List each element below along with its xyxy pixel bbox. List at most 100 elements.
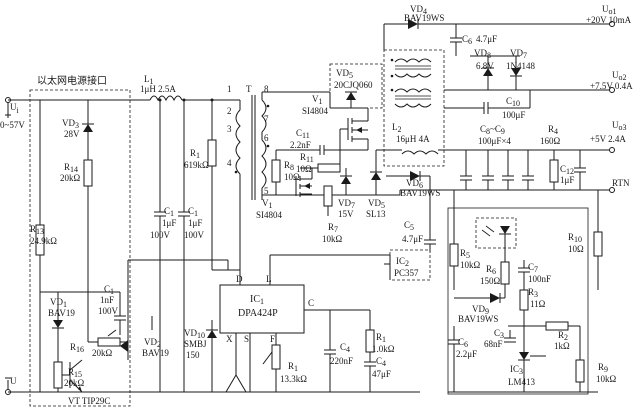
ethernet-power-interface-box <box>29 89 131 407</box>
vt-label: VT TIP29C <box>68 396 110 406</box>
v1b-id: V1 <box>262 198 273 210</box>
l1-id: L1 <box>144 74 154 86</box>
c6-22-id: C6 <box>458 337 468 349</box>
c12-id: C12 <box>560 164 574 176</box>
c11-value: 2.2nF <box>290 140 311 150</box>
r4-id: R4 <box>548 124 558 136</box>
r9-id: R9 <box>598 362 608 374</box>
uo2-id: Uo2 <box>612 70 627 82</box>
c1a-value2: 100V <box>150 230 171 240</box>
ic1-dpa424p-chip <box>219 284 305 334</box>
r16-id: R16 <box>70 342 84 354</box>
r14-id: R14 <box>64 162 78 174</box>
r11-value: 10Ω <box>296 164 312 174</box>
c5-id: C5 <box>404 220 414 232</box>
r9-resistor <box>575 359 585 383</box>
rtn-label: RTN <box>612 178 630 188</box>
r8-value: 10Ω <box>284 172 300 182</box>
ic1-value: DPA424P <box>238 308 278 319</box>
r11-id: R11 <box>300 152 314 164</box>
vd5a-value: 20CJQ060 <box>334 80 373 90</box>
pin7-label: 7 <box>264 114 269 124</box>
c1b-value1: 1μF <box>188 218 202 228</box>
vd10-value2: 150 <box>186 350 200 360</box>
r1c-value: 1.0kΩ <box>372 344 395 354</box>
pin2-label: 2 <box>227 106 232 116</box>
transformer-secondary <box>261 99 267 189</box>
r1c-id: R1 <box>376 332 386 344</box>
pin3-label: 3 <box>227 124 232 134</box>
c4b-id: C4 <box>376 356 386 368</box>
r1-value: 619kΩ <box>184 160 209 170</box>
r3-id: R3 <box>528 287 538 299</box>
vd-r16-diode <box>120 340 128 352</box>
pin5-label: 5 <box>264 186 269 196</box>
vd3-zener-diode <box>83 124 93 132</box>
r3-resistor <box>519 289 529 311</box>
uo1-value: +20V 10mA <box>586 15 632 25</box>
vd7b-id: VD7 <box>510 48 527 60</box>
vd5a-diode <box>346 92 356 100</box>
c1-left-value1: 1nF <box>100 295 114 305</box>
r1b-value: 13.3kΩ <box>280 374 307 384</box>
c1a-value1: 1μF <box>162 218 176 228</box>
r5-resistor <box>449 243 459 267</box>
r9-value: 10kΩ <box>596 374 617 384</box>
c8c9-capacitor-bank <box>460 150 534 190</box>
ic1-id: IC1 <box>250 294 264 306</box>
r14-resistor <box>83 159 93 187</box>
vd4-id: VD4 <box>410 4 427 16</box>
ic2-led-side-box <box>475 217 517 249</box>
feedback-frame <box>447 207 589 395</box>
vd2-id: VD2 <box>144 337 161 349</box>
l2-id: L2 <box>392 122 402 134</box>
r4-resistor <box>549 159 559 183</box>
vd6-id: VD6 <box>406 178 423 190</box>
vd9-value: BAV19WS <box>458 314 498 324</box>
pin6-label: 6 <box>264 133 269 143</box>
r8-id: R8 <box>284 160 294 172</box>
c7-value: 100nF <box>528 274 551 284</box>
v1a-mosfet <box>347 118 368 142</box>
input-terminal <box>5 97 11 395</box>
l2-value: 16μH 4A <box>396 134 430 144</box>
pin4-label: 4 <box>227 158 232 168</box>
vd8-zener-diode <box>483 68 493 76</box>
r5-value: 10kΩ <box>460 260 481 270</box>
pin8-label: 8 <box>264 84 269 94</box>
vd1-id: VD1 <box>50 297 67 309</box>
pin-x: X <box>226 334 233 344</box>
c4b-value: 47μF <box>372 369 391 379</box>
vd8-value: 6.8V <box>476 61 494 71</box>
r2-id: R2 <box>558 330 568 342</box>
v1b-value: SI4804 <box>256 210 283 220</box>
c8c9-value: 100μF×4 <box>478 136 511 146</box>
r1b-resistor <box>271 344 281 370</box>
r15-resistor <box>53 361 63 389</box>
c7-id: C7 <box>528 262 538 274</box>
vd7b-diode <box>511 68 521 76</box>
vd5a-id: VD5 <box>336 68 353 80</box>
pin-l: L <box>266 274 272 284</box>
vd6-value: BAV19WS <box>400 188 440 198</box>
ic2-id: IC2 <box>396 256 409 268</box>
r13-value: 24.9kΩ <box>30 236 57 246</box>
r7-resistor <box>323 185 333 207</box>
c10-id: C10 <box>506 96 520 108</box>
c1b-id: C1 <box>188 206 198 218</box>
c10-value: 100μF <box>502 110 525 120</box>
uo3-id: Uo3 <box>612 120 627 132</box>
v1b-mosfet <box>295 176 312 197</box>
c4-id: C4 <box>340 342 350 354</box>
ic3-id: IC3 <box>510 364 523 376</box>
r16-value: 20kΩ <box>92 348 113 358</box>
l1-value: 1μH 2.5A <box>140 84 176 94</box>
vd3-id: VD3 <box>62 118 79 130</box>
c1-left-value2: 100V <box>98 306 119 316</box>
r6-value: 150Ω <box>480 276 501 286</box>
r2-resistor <box>545 321 569 331</box>
c8c9-id: C8~C9 <box>480 124 505 136</box>
r7-id: R7 <box>328 222 338 234</box>
r10-value: 10Ω <box>568 244 584 254</box>
vd7-id: VD7 <box>338 198 355 210</box>
